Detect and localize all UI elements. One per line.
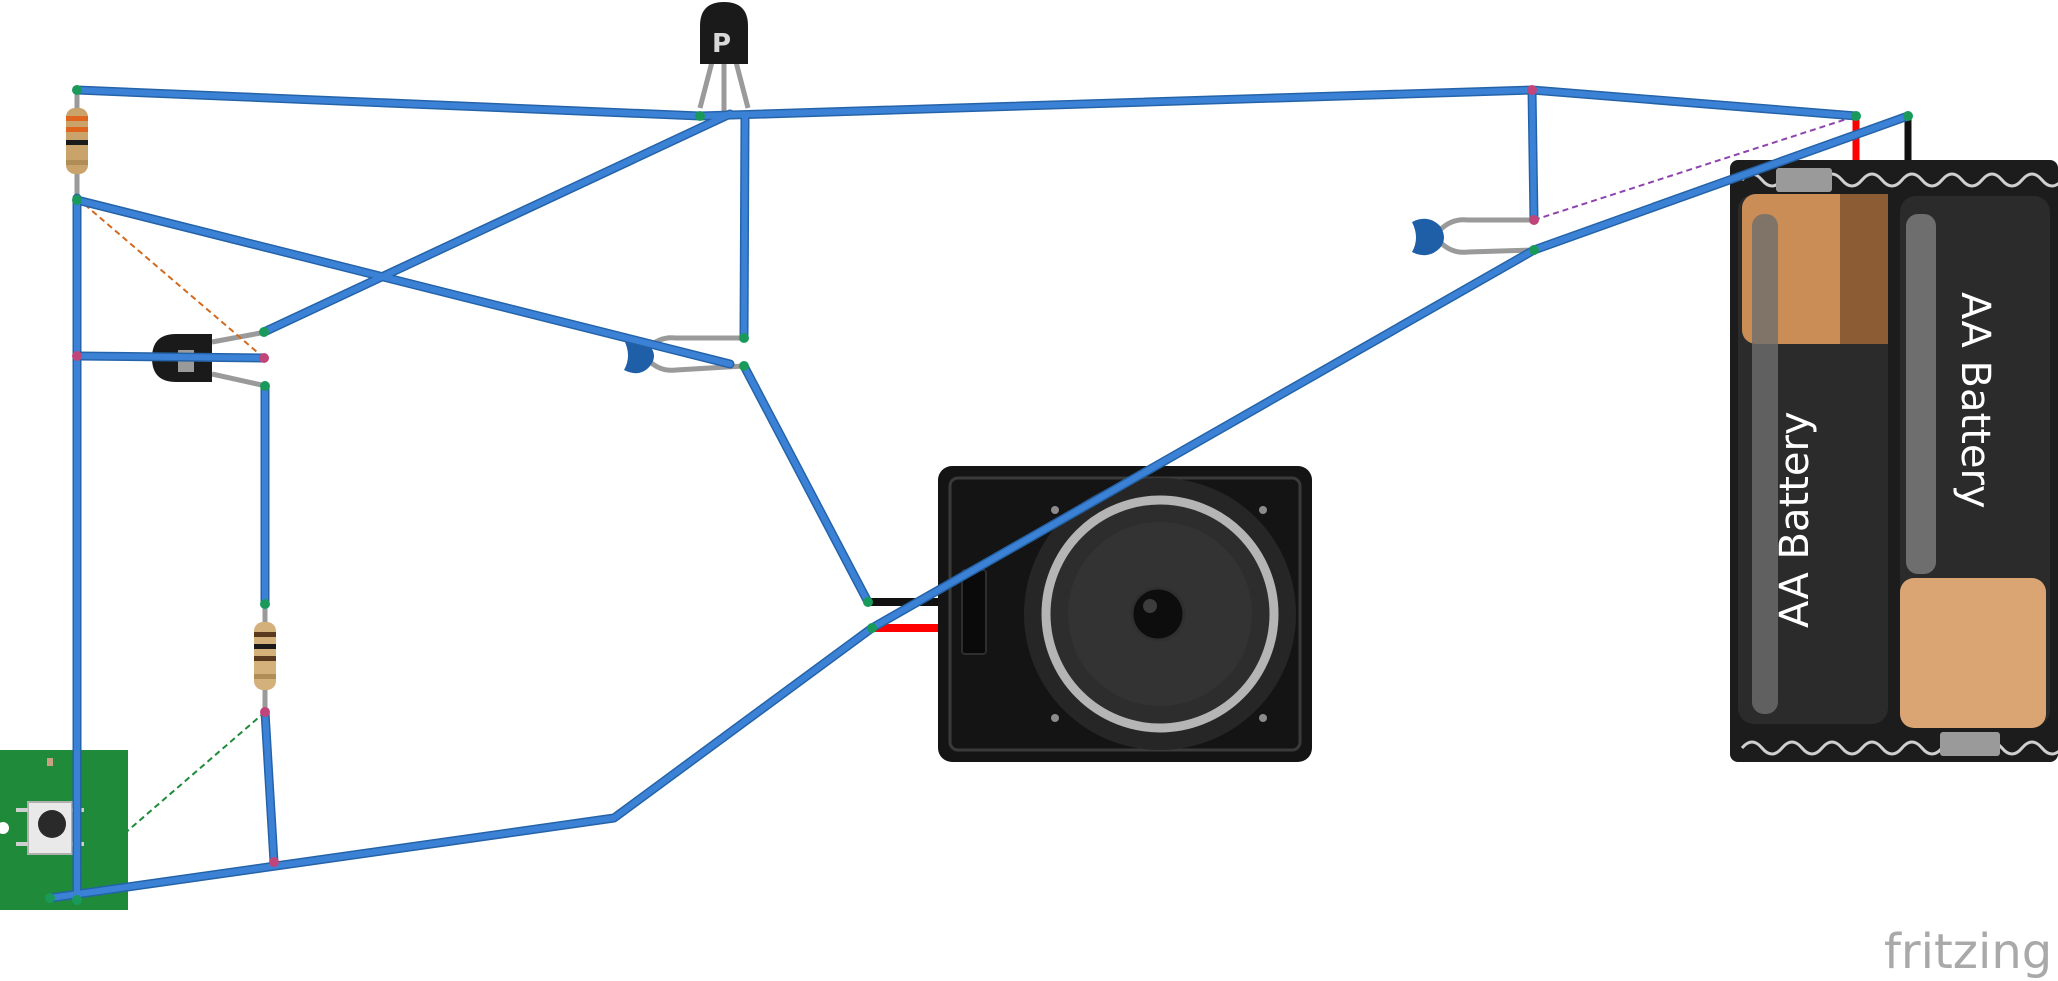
battery-cell-2-label: AA Battery <box>1952 292 1998 509</box>
node-left-rail-bottom <box>72 895 82 905</box>
battery-pack[interactable]: AA Battery AA Battery <box>1730 116 2058 762</box>
resistor-middle-band-4 <box>254 674 276 679</box>
wire-resistor-to-cap[interactable] <box>74 197 733 367</box>
pushbutton-leg-2 <box>16 842 28 846</box>
node-cap-right-bottom <box>1529 245 1539 255</box>
resistor-top-left-band-4 <box>66 160 88 165</box>
connection-points <box>45 85 1913 905</box>
resistor-middle-band-2 <box>254 644 276 649</box>
speaker-dust-cap-shine <box>1143 599 1157 613</box>
node-speaker-red <box>867 623 877 633</box>
node-button <box>45 893 55 903</box>
node-battery-pos <box>1851 111 1861 121</box>
resistor-middle-band-1 <box>254 632 276 637</box>
ratsnest-line-green <box>49 711 266 899</box>
wire-transistor-left-base[interactable] <box>74 353 267 361</box>
node-trans-top <box>695 111 705 121</box>
speaker-terminal-block <box>961 569 987 655</box>
speaker-screw-2 <box>1259 506 1267 514</box>
resistor-top-left-band-1 <box>66 116 88 121</box>
battery-cell-1: AA Battery <box>1738 194 1888 724</box>
node-left-rail-base <box>72 351 82 361</box>
battery-cell-1-cap-shade <box>1840 194 1888 344</box>
speaker-screw-3 <box>1051 714 1059 722</box>
node-cap-mid-top <box>739 333 749 343</box>
node-battery-neg <box>1903 111 1913 121</box>
battery-contact-top <box>1776 168 1832 192</box>
node-cap-right-top <box>1529 215 1539 225</box>
wire-resistor-middle-down[interactable] <box>262 709 277 865</box>
pushbutton[interactable] <box>0 750 128 910</box>
battery-spring-bottom <box>1740 740 2058 756</box>
resistor-top-left-band-2 <box>66 127 88 132</box>
transistor-top[interactable]: P <box>697 2 751 112</box>
wire-cap-to-speaker[interactable] <box>741 363 871 605</box>
pushbutton-mount-hole <box>0 822 9 834</box>
wire-top-rail[interactable] <box>74 87 1859 119</box>
speaker-dust-cap <box>1130 586 1186 642</box>
transistor-top-leg-right <box>733 61 751 109</box>
battery-cell-1-label: AA Battery <box>1772 411 1818 628</box>
transistor-left-leg-bottom <box>211 371 267 389</box>
node-cap-mid-bottom <box>739 361 749 371</box>
transistor-top-leg-left <box>697 61 715 109</box>
battery-cell-1-highlight <box>1752 214 1778 714</box>
node-top-right <box>1527 85 1537 95</box>
resistor-top-left-band-3 <box>66 140 88 145</box>
wire-transistor-top-collector[interactable] <box>741 113 748 341</box>
node-trans-left-top <box>259 327 269 337</box>
speaker-frame-inner <box>948 476 1302 752</box>
transistor-top-body <box>700 2 748 64</box>
resistor-middle[interactable] <box>254 604 276 712</box>
node-res-mid-bottom <box>260 707 270 717</box>
battery-cell-2: AA Battery <box>1900 196 2050 728</box>
battery-cell-2-cap <box>1900 578 2046 728</box>
node-trans-left-base <box>259 353 269 363</box>
node-tl <box>72 85 82 95</box>
pushbutton-marker <box>47 758 53 766</box>
wire-cap-right-top[interactable] <box>1529 87 1537 223</box>
speaker-screw-4 <box>1259 714 1267 722</box>
pushbutton-cap <box>38 810 66 838</box>
battery-contact-bottom <box>1940 732 2000 756</box>
wire-transistor-left-to-top[interactable] <box>261 111 733 335</box>
node-bottom-mid <box>269 857 279 867</box>
resistor-top-left[interactable] <box>66 90 88 200</box>
node-speaker-black <box>863 597 873 607</box>
ratsnest-line-orange <box>76 197 265 359</box>
capacitor-right-lead-top <box>1438 217 1534 232</box>
fritzing-watermark: fritzing <box>1884 924 2052 980</box>
speaker[interactable] <box>870 466 1312 762</box>
speaker-screw-1 <box>1051 506 1059 514</box>
battery-cell-2-highlight <box>1906 214 1936 574</box>
transistor-top-marking: P <box>712 29 731 59</box>
pushbutton-leg-1 <box>16 808 28 812</box>
node-trans-left-emitter <box>260 381 270 391</box>
ratsnest-line-purple <box>1533 115 1857 221</box>
node-res-bottom <box>72 195 82 205</box>
capacitor-right[interactable] <box>1412 217 1535 256</box>
capacitor-right-body <box>1412 218 1444 256</box>
resistor-middle-band-3 <box>254 656 276 661</box>
node-res-mid-top <box>260 599 270 609</box>
capacitor-right-lead-bottom <box>1438 240 1535 255</box>
